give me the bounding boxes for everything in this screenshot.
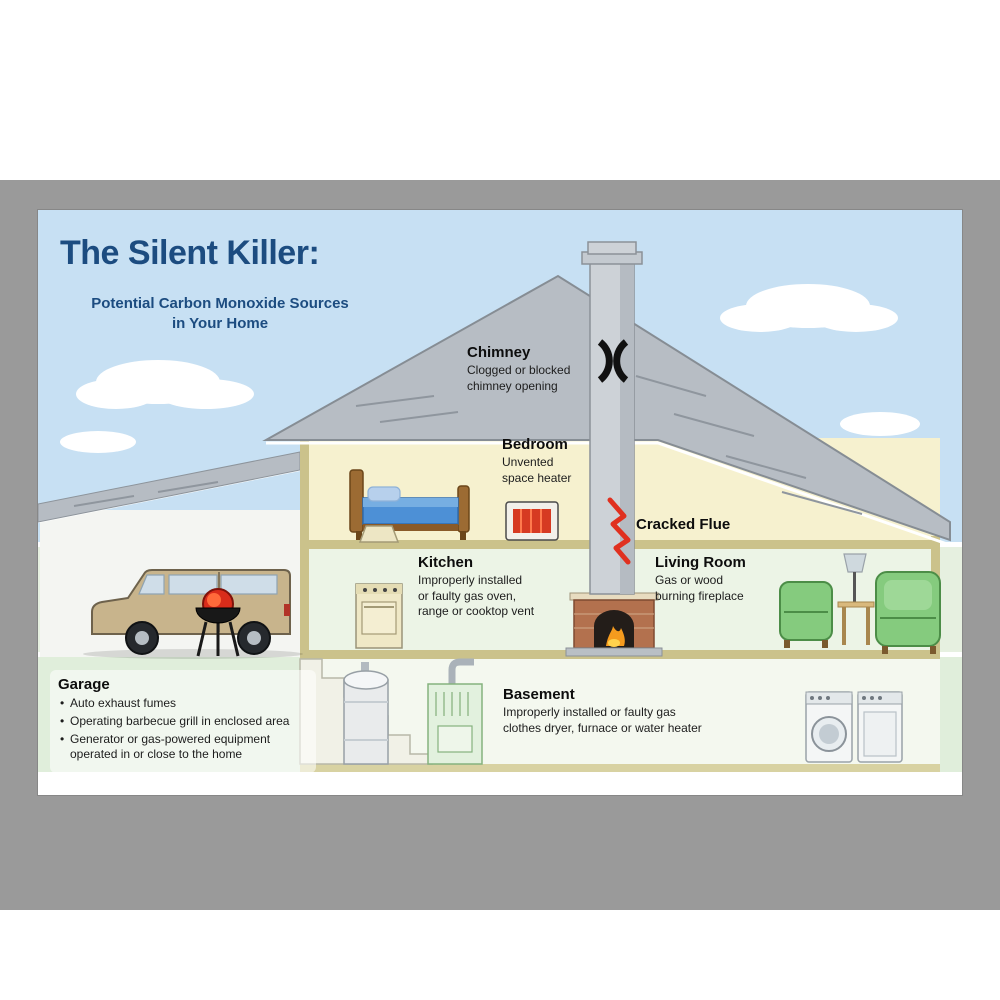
washer [805, 691, 853, 763]
label-bedroom-heading: Bedroom [502, 436, 568, 453]
clog-marks-icon [597, 339, 629, 383]
furnace [427, 658, 483, 765]
label-garage-heading: Garage [58, 676, 110, 693]
garage-bullet-3: Generator or gas-powered equipment opera… [58, 732, 308, 764]
poster-subtitle: Potential Carbon Monoxide Sources in You… [52, 294, 388, 335]
label-cracked-flue: Cracked Flue [636, 516, 766, 535]
dryer [857, 691, 903, 763]
label-bedroom: Bedroom Unvented space heater [502, 436, 612, 486]
poster: The Silent Killer: Potential Carbon Mono… [38, 210, 962, 795]
label-kitchen-heading: Kitchen [418, 554, 474, 571]
subtitle-line2: in Your Home [171, 315, 269, 333]
label-basement: Basement Improperly installed or faulty … [503, 686, 753, 736]
garage-info-box: Garage Auto exhaust fumes Operating barb… [50, 670, 316, 774]
label-cracked-flue-heading: Cracked Flue [636, 516, 731, 533]
label-kitchen: Kitchen Improperly installed or faulty g… [418, 554, 568, 620]
chimney [581, 241, 643, 595]
house-illustration [38, 210, 962, 795]
bottom-margin [38, 772, 962, 795]
water-heater [343, 662, 389, 765]
suv-car [83, 569, 303, 659]
label-bedroom-description: Unvented space heater [502, 455, 572, 485]
label-chimney-description: Clogged or blocked chimney opening [467, 363, 571, 393]
fireplace [565, 592, 663, 657]
lamp-table [837, 553, 875, 645]
gray-frame: The Silent Killer: Potential Carbon Mono… [0, 180, 1000, 910]
garage-bullet-1: Auto exhaust fumes [58, 696, 308, 712]
poster-title: The Silent Killer: [60, 234, 320, 272]
space-heater [505, 501, 559, 541]
label-kitchen-description: Improperly installed or faulty gas oven,… [418, 573, 535, 619]
armchairs [779, 571, 941, 654]
label-chimney: Chimney Clogged or blocked chimney openi… [467, 344, 597, 394]
separator-line [940, 542, 962, 547]
separator-line [940, 652, 962, 657]
stove [355, 583, 403, 649]
range-hood [358, 525, 400, 543]
label-living-room-heading: Living Room [655, 554, 746, 571]
label-basement-description: Improperly installed or faulty gas cloth… [503, 705, 702, 735]
subtitle-line1: Potential Carbon Monoxide Sources [91, 295, 349, 312]
label-basement-heading: Basement [503, 686, 575, 703]
garage-bullet-2: Operating barbecue grill in enclosed are… [58, 714, 308, 730]
bed [349, 469, 470, 540]
barbecue-grill [195, 588, 241, 657]
label-living-room-description: Gas or wood burning fireplace [655, 573, 744, 603]
label-living-room: Living Room Gas or wood burning fireplac… [655, 554, 805, 604]
label-chimney-heading: Chimney [467, 344, 531, 361]
crack-zigzag-icon [607, 497, 631, 565]
